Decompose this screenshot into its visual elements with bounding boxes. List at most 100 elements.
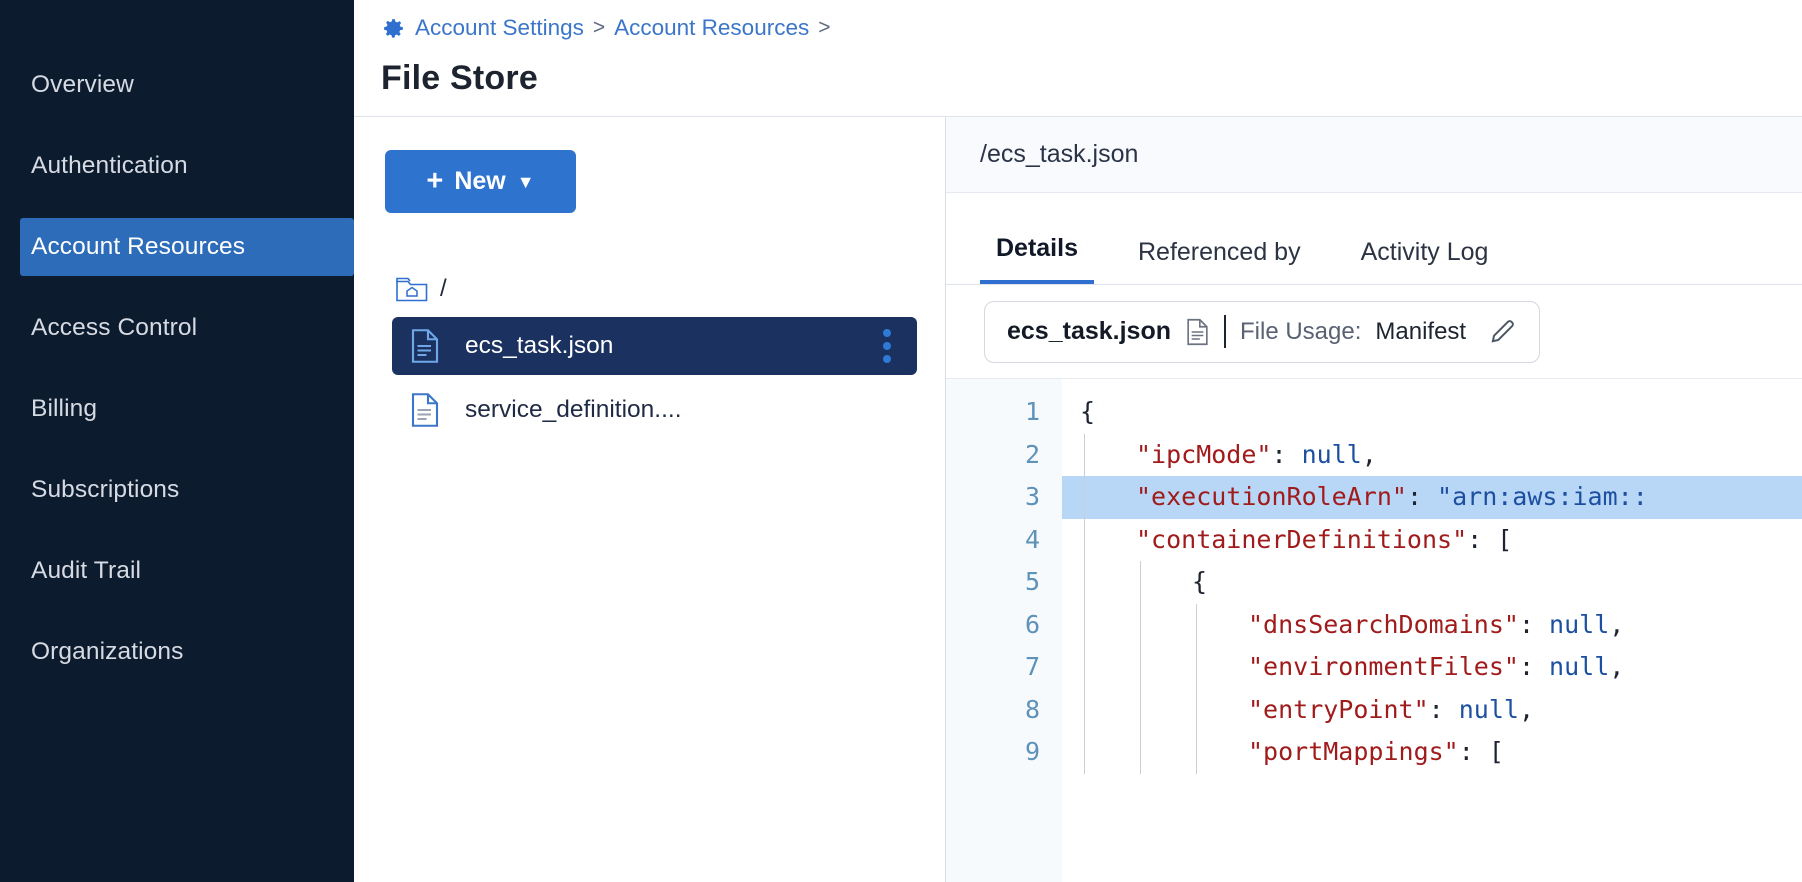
code-token: :: [1518, 609, 1550, 639]
sidebar-item-subscriptions[interactable]: Subscriptions: [0, 461, 354, 519]
code-token: "ipcMode": [1136, 439, 1272, 469]
breadcrumb: Account Settings > Account Resources >: [381, 8, 1802, 48]
tree-root-folder[interactable]: /: [354, 267, 945, 311]
file-path-text: /ecs_task.json: [980, 140, 1139, 168]
indent-guide: [1084, 561, 1085, 604]
indent-guide: [1196, 603, 1197, 646]
file-usage-area: ecs_task.json File Usage: Manifest: [946, 285, 1802, 378]
file-usage-label: File Usage:: [1240, 317, 1362, 345]
indent-guide: [1084, 688, 1085, 731]
chip-divider: [1224, 315, 1226, 348]
sidebar-item-billing[interactable]: Billing: [0, 380, 354, 438]
code-token: null: [1549, 652, 1610, 681]
new-button[interactable]: + New ▼: [385, 150, 576, 213]
sidebar-item-label: Organizations: [31, 638, 184, 665]
line-number: 1: [1024, 397, 1040, 426]
file-path-bar: /ecs_task.json: [946, 117, 1802, 193]
sidebar-item-label: Audit Trail: [31, 557, 142, 584]
tab-activity-log[interactable]: Activity Log: [1360, 238, 1489, 266]
code-line[interactable]: "executionRoleArn": "arn:aws:iam::: [1062, 476, 1802, 519]
new-button-label: New: [454, 167, 506, 195]
code-token: "portMappings": [1248, 737, 1459, 766]
file-list: ecs_task.json service_definition....: [354, 317, 945, 439]
sidebar-item-overview[interactable]: Overview: [0, 56, 354, 114]
sidebar-item-label: Subscriptions: [31, 476, 180, 503]
document-icon: [1187, 318, 1208, 345]
file-usage-value: Manifest: [1375, 317, 1467, 345]
code-token: ,: [1609, 609, 1625, 639]
sidebar-item-label: Access Control: [31, 314, 198, 341]
indent-guide: [1196, 646, 1197, 689]
indent-guide: [1140, 603, 1141, 646]
breadcrumb-item-account-settings[interactable]: Account Settings: [415, 15, 584, 40]
sidebar-item-organizations[interactable]: Organizations: [0, 623, 354, 681]
indent-guide: [1084, 433, 1085, 476]
code-line[interactable]: {: [1062, 561, 1802, 604]
code-token: "entryPoint": [1248, 694, 1429, 724]
file-tree-item-label: service_definition....: [465, 396, 682, 423]
folder-home-icon: [396, 277, 428, 302]
code-line[interactable]: "environmentFiles": null,: [1062, 646, 1802, 689]
indent-guide: [1084, 603, 1085, 646]
line-number: 6: [1024, 609, 1040, 639]
editor-code-area[interactable]: {"ipcMode": null,"executionRoleArn": "ar…: [1062, 379, 1802, 882]
file-tree-panel: + New ▼ / ecs_task.json service_definitio…: [354, 117, 946, 882]
code-line[interactable]: "containerDefinitions": [: [1062, 518, 1802, 561]
breadcrumb-separator-1: >: [592, 16, 606, 39]
line-number: 9: [1024, 737, 1040, 766]
code-line[interactable]: "portMappings": [: [1062, 731, 1802, 774]
chevron-down-icon: ▼: [516, 171, 535, 192]
indent-guide: [1140, 561, 1141, 604]
indent-guide: [1084, 646, 1085, 689]
indent-guide: [1084, 731, 1085, 774]
code-token: "dnsSearchDomains": [1248, 609, 1519, 639]
code-line[interactable]: "dnsSearchDomains": null,: [1062, 603, 1802, 646]
sidebar-item-account-resources[interactable]: Account Resources: [20, 218, 354, 276]
sidebar-item-audit-trail[interactable]: Audit Trail: [0, 542, 354, 600]
code-token: {: [1192, 567, 1208, 596]
indent-guide: [1196, 688, 1197, 731]
file-usage-chip: ecs_task.json File Usage: Manifest: [984, 300, 1541, 363]
pencil-icon[interactable]: [1488, 317, 1517, 346]
file-detail-panel: /ecs_task.json Details Referenced by Activ…: [946, 117, 1802, 882]
file-tree-item[interactable]: service_definition....: [392, 381, 917, 439]
code-line[interactable]: "entryPoint": null,: [1062, 688, 1802, 731]
sidebar-item-access-control[interactable]: Access Control: [0, 299, 354, 357]
tab-referenced-by[interactable]: Referenced by: [1137, 238, 1301, 266]
code-token: :: [1271, 439, 1302, 469]
main-region: Account Settings > Account Resources > F…: [354, 0, 1802, 882]
file-json-icon: [411, 329, 439, 363]
line-number: 7: [1024, 652, 1040, 681]
code-token: ,: [1518, 694, 1535, 724]
tab-details[interactable]: Details: [980, 234, 1094, 284]
sidebar-item-label: Account Resources: [31, 233, 246, 260]
kebab-menu-icon[interactable]: [883, 329, 891, 363]
breadcrumb-item-account-resources[interactable]: Account Resources: [614, 15, 810, 40]
file-tree-item[interactable]: ecs_task.json: [392, 317, 917, 375]
code-token: null: [1549, 609, 1610, 639]
sidebar-item-label: Authentication: [31, 152, 188, 179]
indent-guide: [1196, 731, 1197, 774]
code-line[interactable]: "ipcMode": null,: [1062, 433, 1802, 476]
page-title: File Store: [381, 59, 538, 97]
sidebar-item-label: Overview: [31, 71, 134, 98]
code-token: null: [1301, 439, 1362, 469]
indent-guide: [1084, 476, 1085, 519]
code-token: {: [1080, 397, 1096, 426]
gear-icon: [384, 18, 403, 38]
code-token: "environmentFiles": [1248, 652, 1519, 681]
line-number: 5: [1024, 567, 1040, 596]
code-token: ,: [1361, 439, 1377, 469]
line-number: 3: [1024, 482, 1040, 511]
sidebar-item-authentication[interactable]: Authentication: [0, 137, 354, 195]
code-line[interactable]: {: [1062, 391, 1802, 434]
code-token: ,: [1609, 652, 1625, 681]
code-token: :: [1518, 652, 1550, 681]
indent-guide: [1140, 688, 1141, 731]
line-number: 8: [1024, 694, 1040, 724]
indent-guide: [1140, 731, 1141, 774]
